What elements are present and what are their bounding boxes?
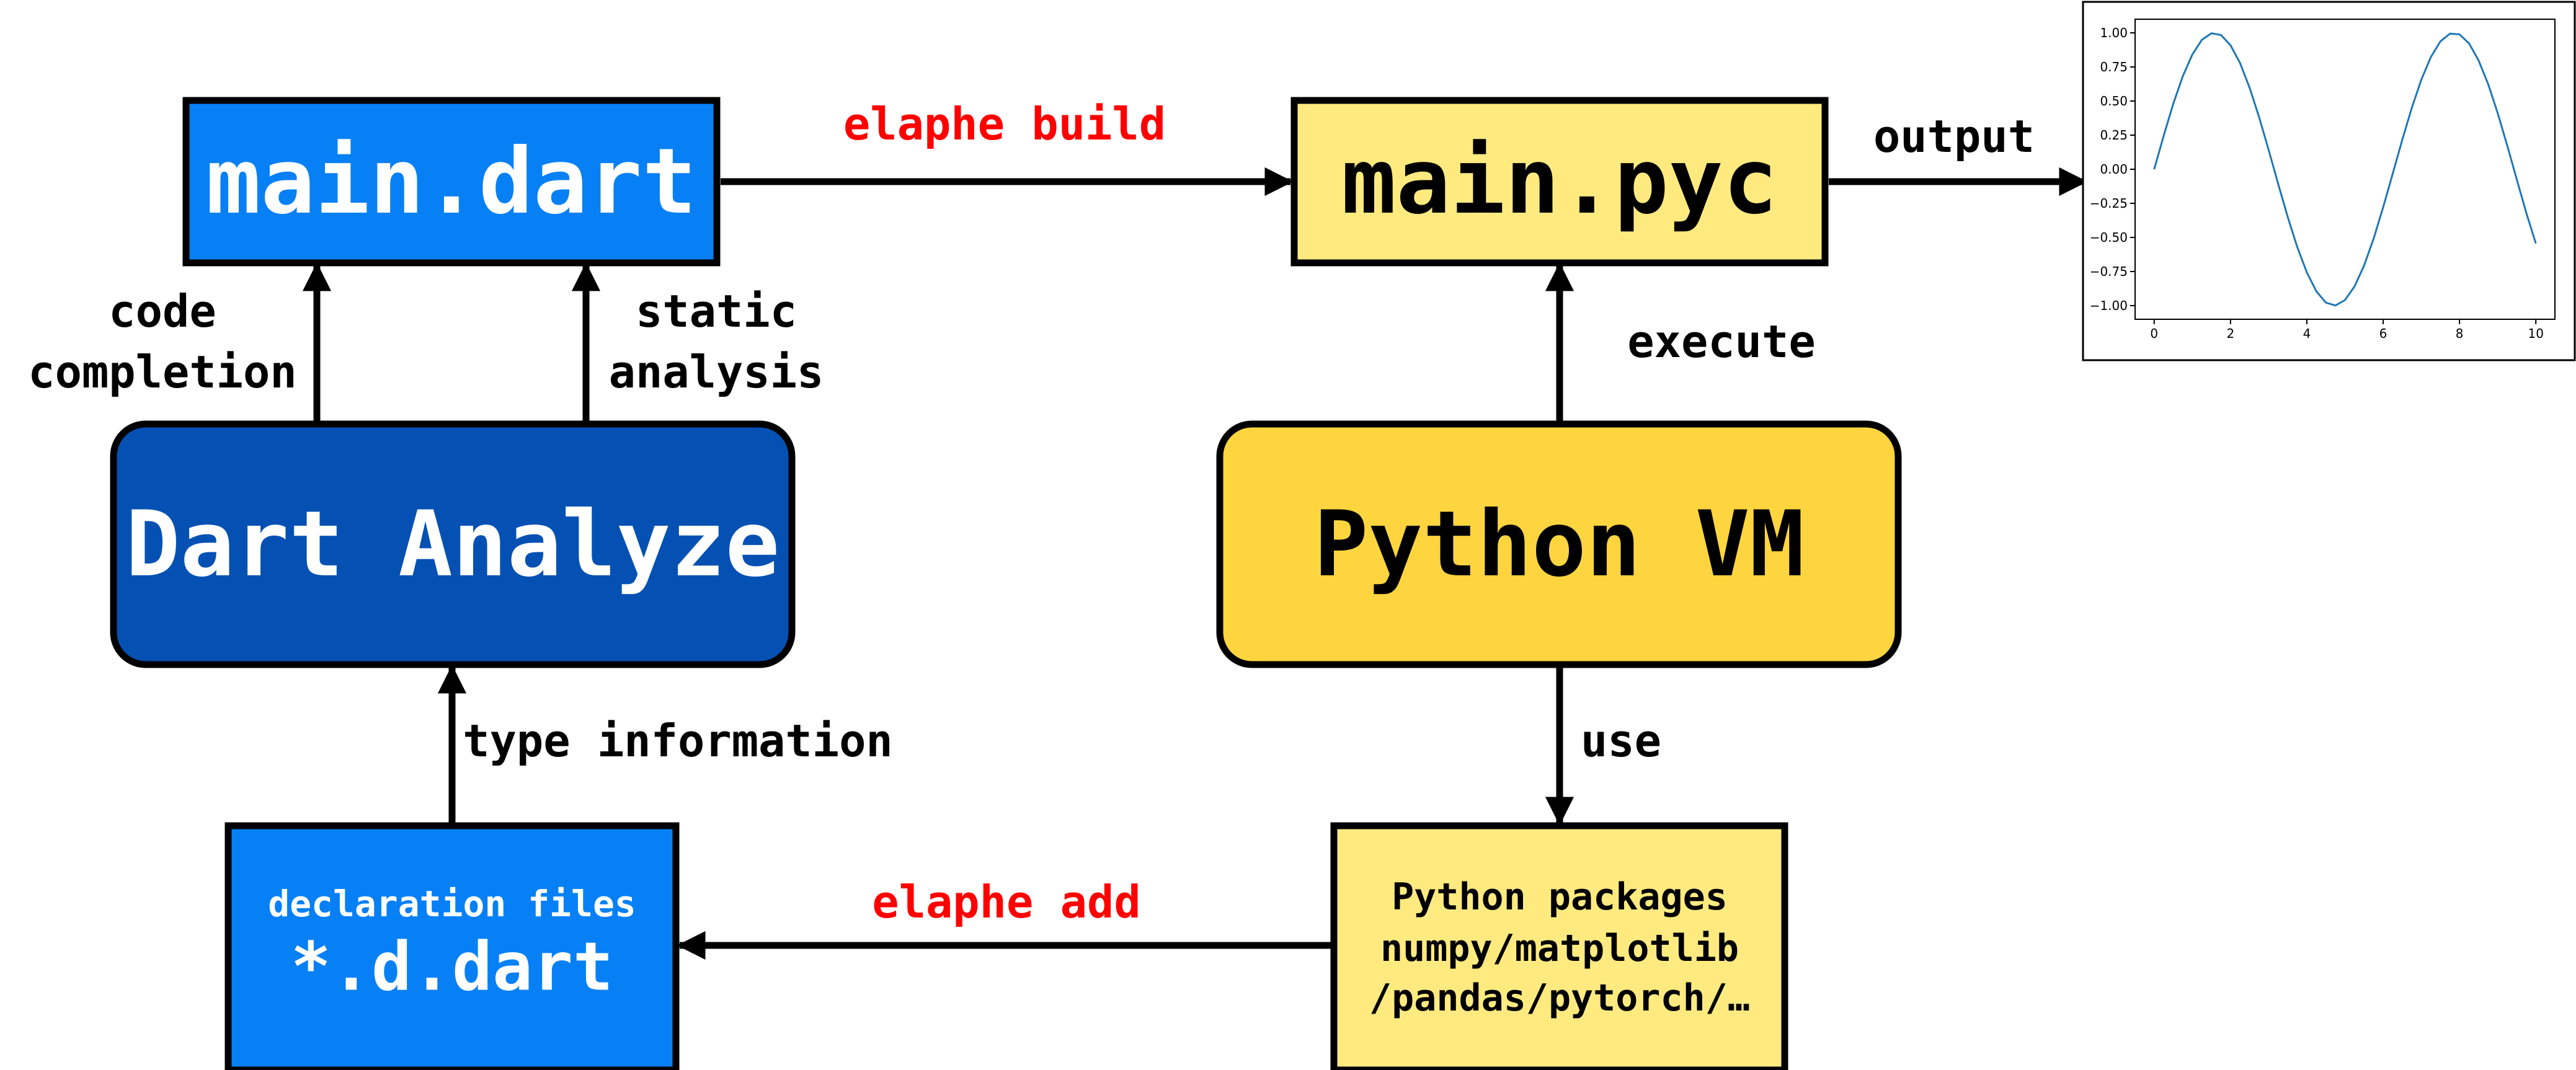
y-tick-label: 0.50: [2100, 94, 2128, 108]
label-output: output: [1873, 110, 2035, 162]
plot-frame: [2082, 1, 2576, 361]
main-pyc-label: main.pyc: [1341, 129, 1777, 234]
label-static-analysis-line2: analysis: [609, 346, 824, 398]
y-tick-label: 1.00: [2100, 25, 2128, 40]
label-code-completion-line2: completion: [28, 346, 296, 398]
label-type-information: type information: [463, 715, 893, 767]
y-tick-label: 0.00: [2100, 162, 2128, 177]
label-elaphe-build: elaphe build: [843, 98, 1166, 150]
packages-box: [1330, 822, 1788, 1070]
label-elaphe-add: elaphe add: [872, 876, 1140, 928]
node-python-packages: Python packages numpy/matplotlib /pandas…: [1330, 822, 1788, 1070]
python-vm-label: Python VM: [1313, 492, 1804, 597]
y-tick-label: 0.75: [2100, 60, 2128, 74]
main-dart-label: main.dart: [206, 129, 696, 234]
label-code-completion-line1: code: [109, 285, 216, 337]
label-use: use: [1581, 715, 1661, 767]
node-dart-analyze: Dart Analyze: [110, 420, 796, 668]
x-tick-label: 8: [2456, 326, 2464, 341]
x-tick-label: 2: [2226, 326, 2234, 341]
packages-line2: numpy/matplotlib: [1380, 927, 1739, 970]
y-tick-label: 0.25: [2100, 128, 2128, 143]
plot-series-line: [2153, 32, 2537, 307]
node-declaration-files: declaration files *.d.dart: [224, 822, 680, 1070]
x-tick-label: 4: [2303, 326, 2311, 341]
packages-line1: Python packages: [1392, 875, 1728, 919]
label-execute: execute: [1627, 316, 1815, 368]
python-vm-box: [1216, 420, 1902, 668]
dart-analyze-box: [110, 420, 796, 668]
main-pyc-box: [1290, 97, 1829, 267]
label-static-analysis-line1: static: [636, 285, 797, 337]
y-tick-label: −0.75: [2090, 264, 2128, 279]
node-main-dart: main.dart: [182, 97, 721, 267]
plot-ticks: 0 2 4 6 8 10 1.00 0.75 0.50 0.25 0.00 −0.25 −0.50 −0.…: [2090, 25, 2544, 341]
x-tick-label: 6: [2379, 326, 2387, 341]
x-tick-label: 10: [2528, 326, 2544, 341]
node-main-pyc: main.pyc: [1290, 97, 1829, 267]
main-dart-box: [182, 97, 721, 267]
dart-analyze-label: Dart Analyze: [126, 492, 780, 597]
y-tick-label: −0.50: [2090, 230, 2128, 245]
declaration-box: [224, 822, 680, 1070]
packages-line3: /pandas/pytorch/…: [1369, 976, 1750, 1020]
output-plot: 0 2 4 6 8 10 1.00 0.75 0.50 0.25 0.00 −0.25 −0.50 −0.…: [2082, 1, 2576, 361]
declaration-line1: declaration files: [268, 883, 636, 925]
y-tick-label: −1.00: [2090, 298, 2128, 313]
x-tick-label: 0: [2150, 326, 2158, 341]
declaration-line2: *.d.dart: [291, 929, 613, 1006]
y-tick-label: −0.25: [2090, 196, 2128, 211]
node-python-vm: Python VM: [1216, 420, 1902, 668]
